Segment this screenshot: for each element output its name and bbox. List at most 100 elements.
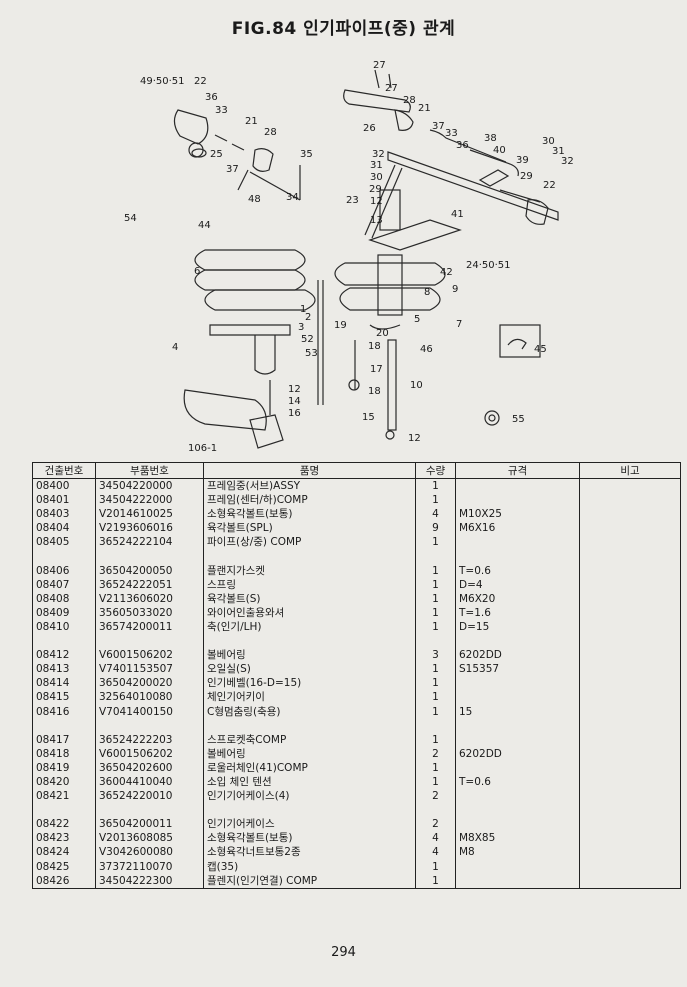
cell-part: 32564010080 — [95, 690, 204, 705]
svg-text:36: 36 — [205, 92, 218, 103]
col-header-part: 부품번호 — [95, 462, 204, 479]
cell-part: 37372110070 — [95, 859, 204, 874]
spacer-cell — [95, 634, 204, 649]
group-spacer — [32, 803, 681, 818]
cell-note — [579, 619, 681, 635]
cell-qty: 1 — [415, 493, 456, 508]
cell-note — [579, 817, 681, 832]
cell-note — [579, 704, 681, 719]
svg-text:21: 21 — [418, 103, 431, 114]
cell-note — [579, 690, 681, 705]
cell-qty: 1 — [415, 760, 456, 775]
svg-text:49·50·51: 49·50·51 — [140, 76, 185, 87]
cell-note — [579, 732, 681, 747]
cell-no: 08424 — [32, 845, 96, 860]
cell-part: 34504222300 — [95, 873, 204, 889]
col-header-qty: 수량 — [415, 462, 456, 479]
svg-text:45: 45 — [534, 344, 547, 355]
col-header-no: 건출번호 — [32, 462, 96, 479]
cell-spec: S15357 — [455, 662, 580, 677]
svg-text:9: 9 — [452, 284, 458, 295]
cell-spec: D=15 — [455, 619, 580, 635]
svg-text:55: 55 — [512, 414, 525, 425]
cell-part: V2013608085 — [95, 831, 204, 846]
cell-qty: 4 — [415, 507, 456, 522]
cell-part: 36004410040 — [95, 774, 204, 790]
svg-text:54: 54 — [124, 213, 137, 224]
svg-text:33: 33 — [445, 128, 458, 139]
cell-no: 08423 — [32, 831, 96, 846]
group-spacer — [32, 634, 681, 649]
cell-name: C형멈춤링(축용) — [203, 704, 416, 719]
cell-spec — [455, 732, 580, 747]
svg-text:37: 37 — [226, 164, 239, 175]
table-header-row: 건출번호 부품번호 품명 수량 규격 비고 — [32, 462, 681, 479]
spacer-cell — [95, 549, 204, 564]
cell-name: 소형육각볼트(보통) — [203, 507, 416, 522]
svg-text:30: 30 — [370, 172, 383, 183]
cell-qty: 1 — [415, 662, 456, 677]
svg-text:5: 5 — [414, 314, 420, 325]
cell-no: 08406 — [32, 563, 96, 578]
cell-no: 08407 — [32, 577, 96, 592]
cell-qty: 9 — [415, 521, 456, 536]
svg-text:44: 44 — [198, 220, 211, 231]
cell-no: 08419 — [32, 760, 96, 775]
cell-spec — [455, 690, 580, 705]
cell-qty: 1 — [415, 732, 456, 747]
svg-text:19: 19 — [334, 320, 347, 331]
cell-qty: 2 — [415, 817, 456, 832]
cell-note — [579, 605, 681, 620]
cell-no: 08417 — [32, 732, 96, 747]
cell-part: 36504200050 — [95, 563, 204, 578]
cell-no: 08404 — [32, 521, 96, 536]
svg-text:15: 15 — [362, 412, 375, 423]
cell-part: 36504200020 — [95, 676, 204, 691]
cell-no: 08415 — [32, 690, 96, 705]
cell-name: 와이어인출용와셔 — [203, 605, 416, 620]
cell-spec — [455, 493, 580, 508]
cell-part: V6001506202 — [95, 746, 204, 761]
cell-spec — [455, 859, 580, 874]
svg-text:30: 30 — [542, 136, 555, 147]
cell-no: 08421 — [32, 789, 96, 804]
svg-text:4: 4 — [172, 342, 178, 353]
cell-note — [579, 493, 681, 508]
cell-no: 08413 — [32, 662, 96, 677]
svg-text:29: 29 — [369, 184, 382, 195]
svg-text:31: 31 — [370, 160, 383, 171]
svg-text:106-1: 106-1 — [188, 443, 217, 454]
spacer-cell — [32, 634, 96, 649]
cell-spec — [455, 676, 580, 691]
cell-name: 로울러체인(41)COMP — [203, 760, 416, 775]
svg-text:3: 3 — [298, 322, 304, 333]
cell-part: 35605033020 — [95, 605, 204, 620]
svg-text:29: 29 — [520, 171, 533, 182]
spacer-cell — [203, 803, 416, 818]
svg-text:32: 32 — [372, 149, 385, 160]
svg-text:42: 42 — [440, 267, 453, 278]
svg-text:23: 23 — [346, 195, 359, 206]
spacer-cell — [579, 718, 681, 733]
cell-name: 인기기어케이스(4) — [203, 789, 416, 804]
cell-no: 08422 — [32, 817, 96, 832]
svg-text:21: 21 — [245, 116, 258, 127]
svg-text:18: 18 — [368, 341, 381, 352]
svg-text:38: 38 — [484, 133, 497, 144]
cell-part: V7401153507 — [95, 662, 204, 677]
cell-name: 프레임중(서브)ASSY — [203, 478, 416, 494]
svg-text:48: 48 — [248, 194, 261, 205]
svg-text:20: 20 — [376, 328, 389, 339]
svg-text:52: 52 — [301, 334, 314, 345]
svg-text:12: 12 — [288, 384, 301, 395]
cell-name: 인기베벨(16-D=15) — [203, 676, 416, 691]
cell-no: 08403 — [32, 507, 96, 522]
